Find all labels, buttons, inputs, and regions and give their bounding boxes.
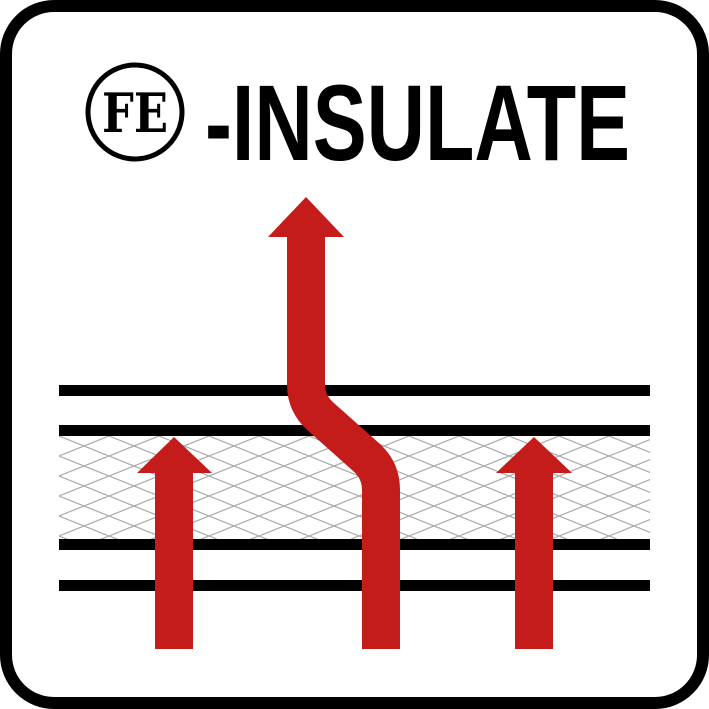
- badge-text: FE: [102, 81, 168, 145]
- heat-arrow-icon: [137, 437, 212, 649]
- layer-line: [59, 580, 650, 591]
- heat-arrow-icon: [496, 437, 572, 649]
- fe-badge-icon: FE: [85, 62, 185, 162]
- heat-arrow-icon: [268, 197, 400, 649]
- product-title: -INSULATE: [205, 62, 630, 183]
- layer-line: [59, 385, 650, 396]
- layer-line: [59, 539, 650, 550]
- heat-arrows: [137, 197, 572, 649]
